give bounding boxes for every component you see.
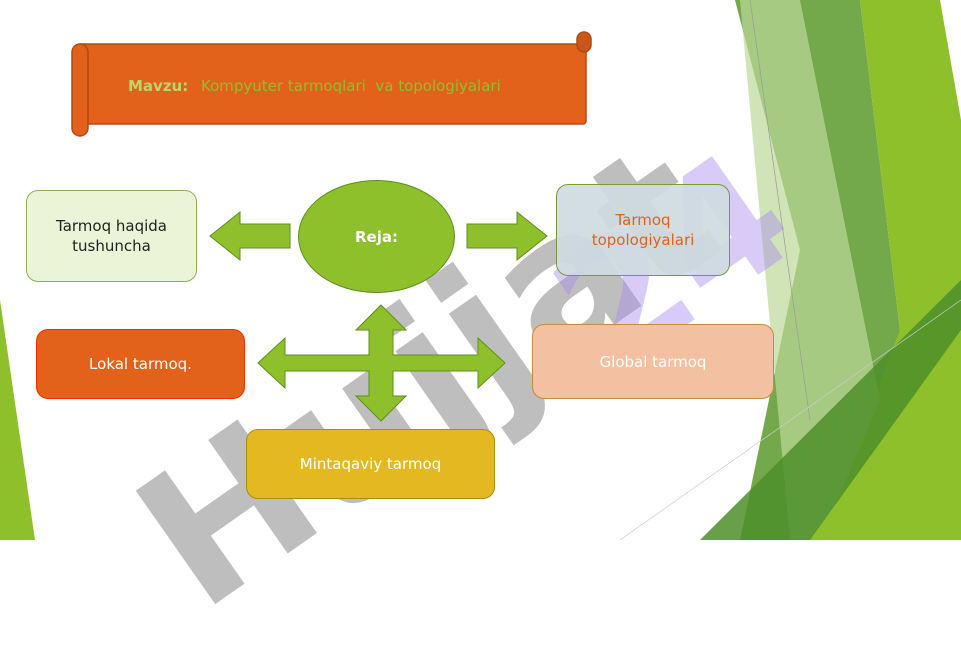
box-global-network: Global tarmoq <box>532 324 774 399</box>
box-label: Tarmoq topologiyalari <box>591 211 695 249</box>
box-label: Tarmoq haqida tushuncha <box>56 217 167 255</box>
box-label: Global tarmoq <box>599 352 707 371</box>
box-label: Lokal tarmoq. <box>89 355 192 373</box>
center-label: Reja: <box>355 227 398 246</box>
background-decoration <box>0 0 961 540</box>
box-topologies: Tarmoq topologiyalari <box>556 184 730 276</box>
title-scroll <box>71 31 592 137</box>
arrow-left-icon <box>209 210 291 262</box>
slide-title: Mavzu: Kompyuter tarmoqlari va topologiy… <box>128 77 501 95</box>
arrow-right-icon <box>466 210 548 262</box>
green-stripe <box>810 330 961 540</box>
decor-line <box>749 0 811 421</box>
decor-line <box>619 299 961 540</box>
box-local-network: Lokal tarmoq. <box>36 329 245 399</box>
green-stripe <box>0 300 35 540</box>
box-label: Mintaqaviy tarmoq <box>299 455 442 473</box>
box-regional-network: Mintaqaviy tarmoq <box>246 429 495 499</box>
center-circle: Reja: <box>298 180 455 293</box>
box-network-concept: Tarmoq haqida tushuncha <box>26 190 197 282</box>
four-way-arrow-icon <box>257 304 506 422</box>
title-label: Mavzu: <box>128 77 189 95</box>
arrows-layer <box>209 210 548 422</box>
title-text: Kompyuter tarmoqlari va topologiyalari <box>201 77 501 95</box>
